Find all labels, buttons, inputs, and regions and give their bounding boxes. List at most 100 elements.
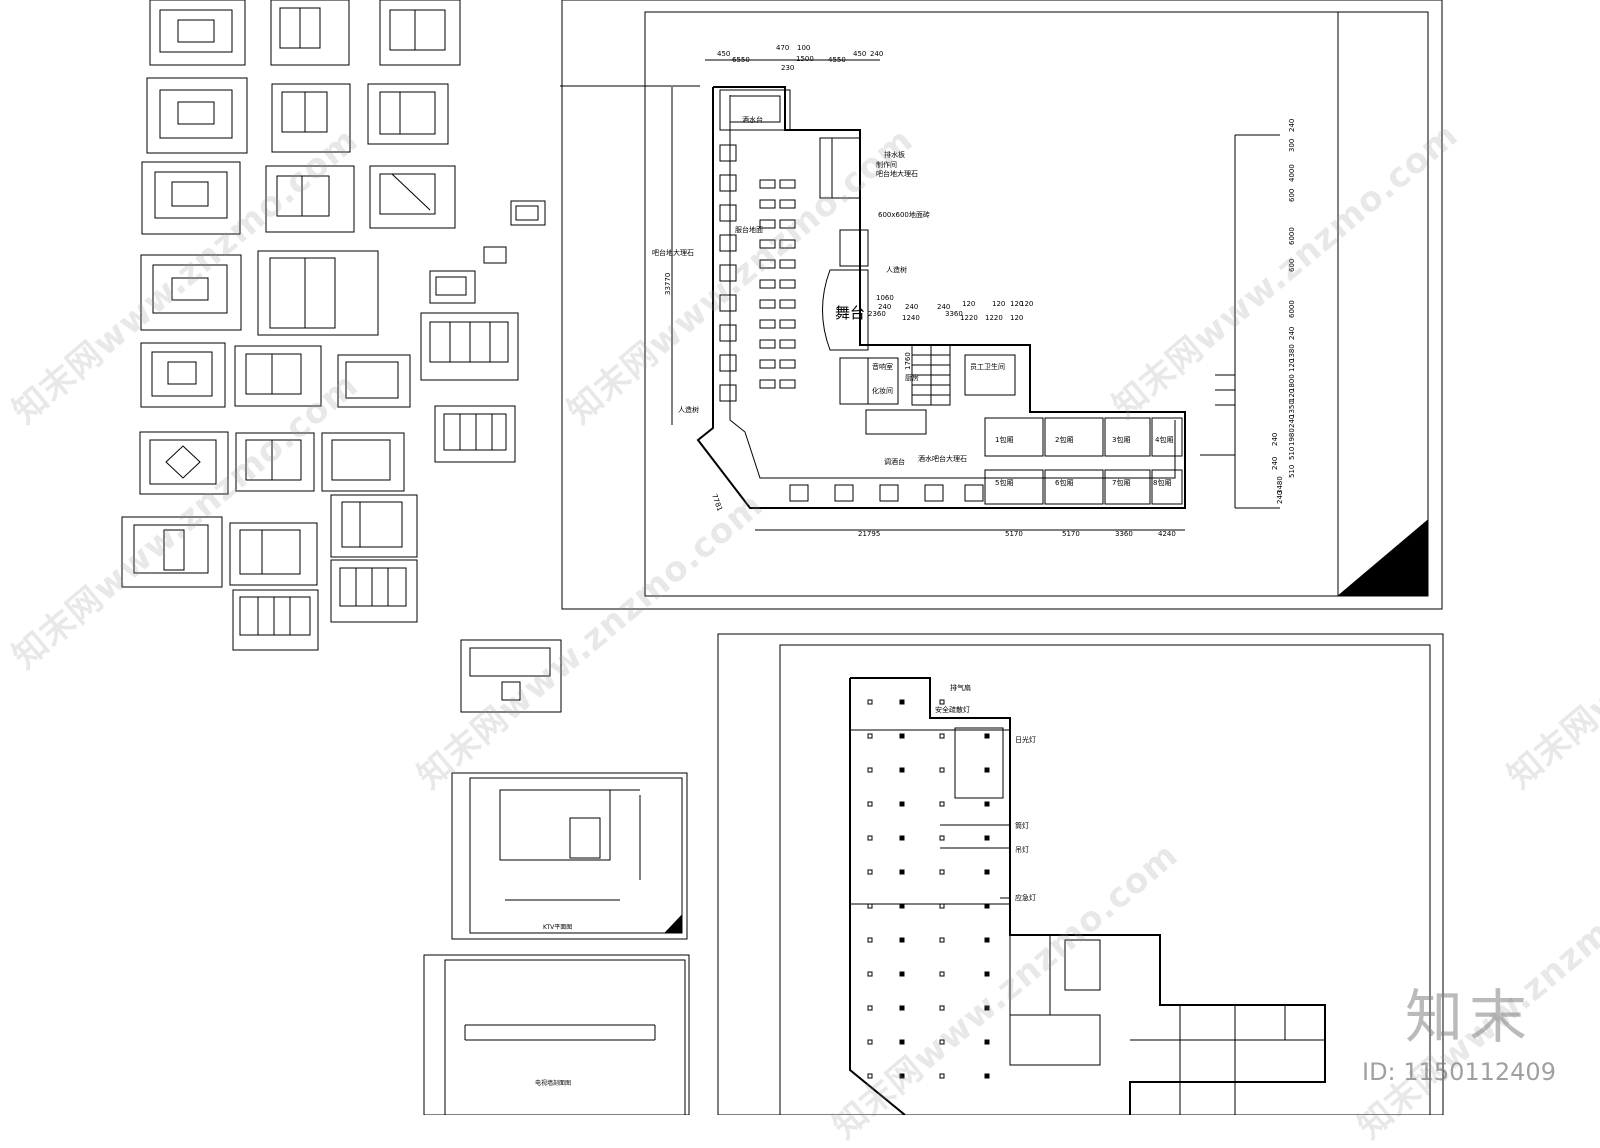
dim-top-8: 230 (781, 64, 794, 72)
ceiling-label-exhaust: 排气扇 (950, 683, 971, 692)
ceiling-label-pendant: 吊灯 (1015, 845, 1029, 854)
ceiling-light-fixture (899, 767, 905, 773)
dim-right-3: 600 (1288, 189, 1296, 202)
dim-right-11: 120 (1288, 389, 1296, 402)
plan-label-room-8: 8包厢 (1153, 478, 1171, 487)
ceiling-light-fixture (867, 937, 873, 943)
plan-label-room-2: 2包厢 (1055, 435, 1073, 444)
plan-label-kitchen: 厨房 (905, 373, 919, 382)
ceiling-light-fixture (899, 835, 905, 841)
dim-right-13: 240 (1288, 415, 1296, 428)
plan-label-bar-marble: 吧台地大理石 (652, 248, 694, 257)
dim-right-2: 4000 (1288, 164, 1296, 182)
section-sheet-title: 电视墙剖面图 (535, 1079, 571, 1087)
ceiling-light-fixture (939, 1005, 945, 1011)
plan-label-room-3: 3包厢 (1112, 435, 1130, 444)
plan-label-room-6: 6包厢 (1055, 478, 1073, 487)
ceiling-light-fixture (984, 1073, 990, 1079)
dim-mid-6: 120 (1010, 300, 1023, 308)
dim-right-9: 120 (1288, 359, 1296, 372)
plan-label-bar-marble-2: 吧台地大理石 (876, 169, 918, 178)
dim-right-10: 1800 (1288, 374, 1296, 392)
ceiling-light-fixture (899, 733, 905, 739)
plan-label-entrance: 人造树 (886, 265, 907, 274)
dim-bottom-0: 21795 (858, 530, 880, 538)
booth-rows (719, 144, 796, 402)
dim-right-12: 1350 (1288, 400, 1296, 418)
ceiling-light-fixture (984, 1005, 990, 1011)
dim-right-8: 1380 (1288, 344, 1296, 362)
ceiling-light-fixture (984, 971, 990, 977)
plan-label-wine-rack: 调酒台 (884, 457, 905, 466)
ceiling-light-fixture (899, 1073, 905, 1079)
ceiling-light-fixture (899, 971, 905, 977)
ceiling-light-fixture (939, 1073, 945, 1079)
dim-mid-3: 240 (937, 303, 950, 311)
dim-bottom-4: 4240 (1158, 530, 1176, 538)
plan-label-entrance-2: 人造树 (678, 405, 699, 414)
dim-mid-4: 120 (962, 300, 975, 308)
plan-label-room-7: 7包厢 (1112, 478, 1130, 487)
ceiling-light-fixture (899, 869, 905, 875)
ceiling-light-fixture (867, 869, 873, 875)
dim-mid-5: 120 (992, 300, 1005, 308)
dim-mid-9: 3360 (945, 310, 963, 318)
cad-drawing-canvas: 450 6550 470 100 1500 4550 450 240 230 2… (121, 0, 1444, 1115)
stage-label: 舞台 (835, 304, 865, 322)
dim-bottom-3: 3360 (1115, 530, 1133, 538)
dim-top-5: 4550 (828, 56, 846, 64)
dim-right-7: 240 (1288, 327, 1296, 340)
ceiling-light-fixture (939, 1039, 945, 1045)
ceiling-label-downlight: 筒灯 (1015, 821, 1029, 830)
ceiling-light-fixture (867, 733, 873, 739)
dim-mid-7: 2360 (868, 310, 886, 318)
ceiling-light-fixture (899, 1005, 905, 1011)
ceiling-light-fixture (939, 767, 945, 773)
dim-right-18: 510 (1288, 465, 1296, 478)
dim-left-0: 33770 (664, 273, 672, 295)
ceiling-label-exit-light: 安全疏散灯 (935, 705, 970, 714)
dim-top-3: 100 (797, 44, 810, 52)
dim-top-4: 1500 (796, 55, 814, 63)
ceiling-light-fixture (939, 937, 945, 943)
ceiling-light-fixture (867, 903, 873, 909)
brand-logo: 知末 (1405, 983, 1534, 1051)
ceiling-label-emergency: 应急灯 (1015, 893, 1036, 902)
section-sheet (423, 954, 690, 1115)
ceiling-light-fixture (899, 699, 905, 705)
dim-mid-10: 1220 (960, 314, 978, 322)
ceiling-light-fixture (867, 767, 873, 773)
ceiling-light-fixture (939, 971, 945, 977)
dim-right-14: 1980 (1288, 428, 1296, 446)
dim-right-4: 6000 (1288, 227, 1296, 245)
ceiling-light-fixture (984, 937, 990, 943)
dim-bottom-1: 5170 (1005, 530, 1023, 538)
plan-label-floor-tile: 600x600地面砖 (878, 210, 930, 219)
ceiling-light-fixture (984, 1039, 990, 1045)
ceiling-light-fixture (899, 801, 905, 807)
dim-mid-1: 240 (878, 303, 891, 311)
plan-label-make-room: 制作间 (876, 160, 897, 169)
ceiling-plan-sheet (717, 633, 1444, 1115)
plan-label-sound-room: 音响室 (872, 362, 893, 371)
dim-mid-13: 1760 (904, 352, 912, 370)
dim-mid-8: 1240 (902, 314, 920, 322)
dim-mid-2: 240 (905, 303, 918, 311)
plan-label-staff-wc: 员工卫生间 (970, 362, 1005, 371)
plan-label-room-4: 4包厢 (1155, 435, 1173, 444)
ceiling-light-fixture (899, 1039, 905, 1045)
ceiling-light-fixture (984, 801, 990, 807)
dim-mid-0: 1060 (876, 294, 894, 302)
ceiling-light-fixture (867, 1005, 873, 1011)
dim-right-0: 240 (1288, 119, 1296, 132)
dim-right-19: 3480 (1276, 476, 1284, 494)
ceiling-light-fixture (867, 1039, 873, 1045)
thumbnail-sheets (121, 0, 562, 713)
plan-label-room-5: 5包厢 (995, 478, 1013, 487)
dim-right-17: 240 (1271, 457, 1279, 470)
dim-top-7: 240 (870, 50, 883, 58)
ceiling-light-fixture (939, 903, 945, 909)
ceiling-label-fluorescent: 日光灯 (1015, 735, 1036, 744)
dim-mid-14: 120 (1020, 300, 1033, 308)
dim-bottom-2: 5170 (1062, 530, 1080, 538)
